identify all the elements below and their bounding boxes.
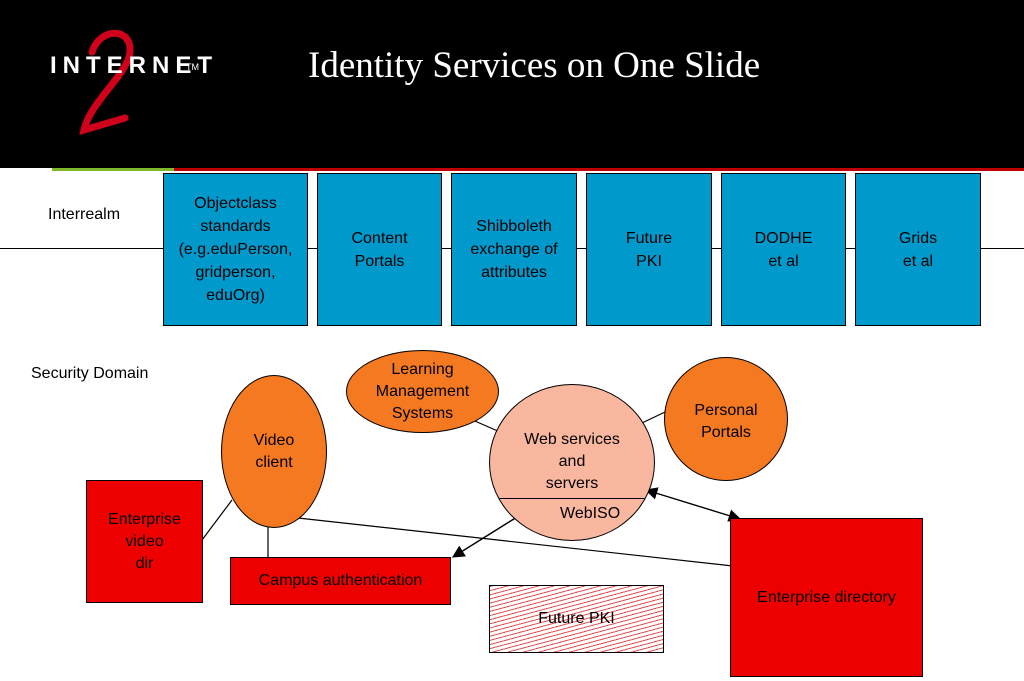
node-enterprise-directory: Enterprise directory — [730, 518, 923, 677]
box-dodhe: DODHE et al — [721, 173, 846, 326]
line-videodir-videoclient — [201, 499, 233, 541]
slide-title: Identity Services on One Slide — [308, 45, 761, 86]
node-web-services: Web services and servers WebISO — [489, 384, 655, 541]
box-content-portals: Content Portals — [317, 173, 442, 326]
box-shibboleth: Shibboleth exchange of attributes — [451, 173, 577, 326]
node-personal-portals: Personal Portals — [664, 357, 788, 481]
interrealm-label: Interrealm — [48, 206, 121, 223]
node-video-client: Video client — [221, 375, 327, 528]
web-services-label: Web services and servers — [524, 431, 620, 492]
node-campus-authentication: Campus authentication — [230, 557, 451, 605]
internet2-logo-2 — [79, 29, 134, 136]
box-objectclass-standards: Objectclass standards (e.g.eduPerson, gr… — [163, 173, 308, 326]
node-future-pki: Future PKI — [489, 585, 664, 653]
arrow-webservices-entdir — [644, 487, 742, 522]
node-enterprise-video-dir: Enterprise video dir — [86, 480, 203, 603]
box-future-pki: Future PKI — [586, 173, 712, 326]
security-domain-label: Security Domain — [31, 365, 149, 382]
node-learning-management: Learning Management Systems — [346, 350, 499, 433]
line-portals-webservices — [641, 411, 666, 424]
webiso-divider — [490, 498, 654, 499]
webiso-label: WebISO — [560, 505, 621, 522]
box-grids: Grids et al — [855, 173, 981, 326]
logo-text: INTERNET — [50, 52, 218, 79]
logo-tm: TM — [186, 62, 199, 72]
header-rule-green — [52, 168, 174, 171]
slide-header: INTERNET TM Identity Services on One Sli… — [0, 0, 1024, 168]
header-rule-red — [174, 168, 1024, 171]
